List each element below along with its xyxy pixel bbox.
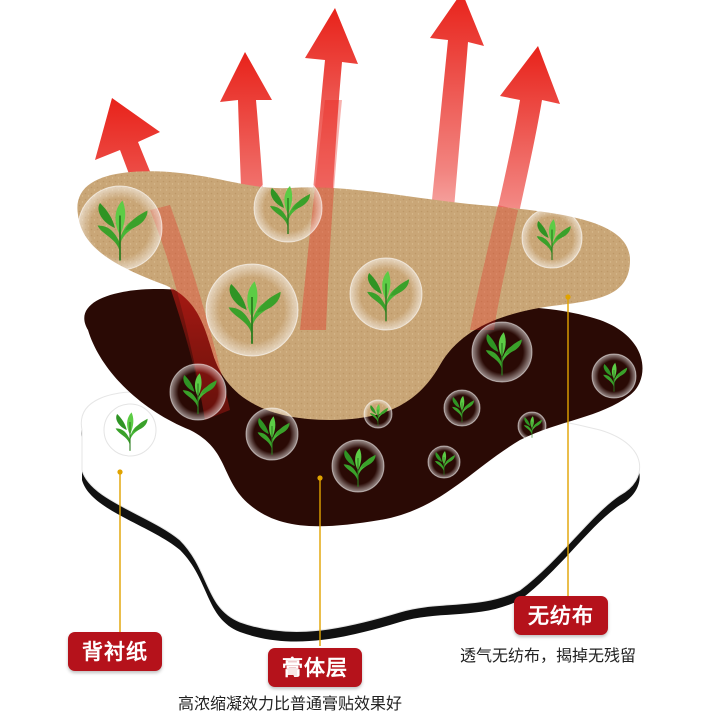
backing-label: 背衬纸 [68, 632, 162, 671]
paste-caption: 高浓缩凝效力比普通膏贴效果好 [178, 694, 403, 713]
nonwoven-caption: 透气无纺布，揭掉无残留 [460, 646, 637, 665]
leaf-bubbles [77, 173, 637, 493]
nonwoven-label: 无纺布 [514, 596, 608, 635]
leader-lines [117, 294, 571, 646]
paste-label: 膏体层 [268, 648, 362, 687]
